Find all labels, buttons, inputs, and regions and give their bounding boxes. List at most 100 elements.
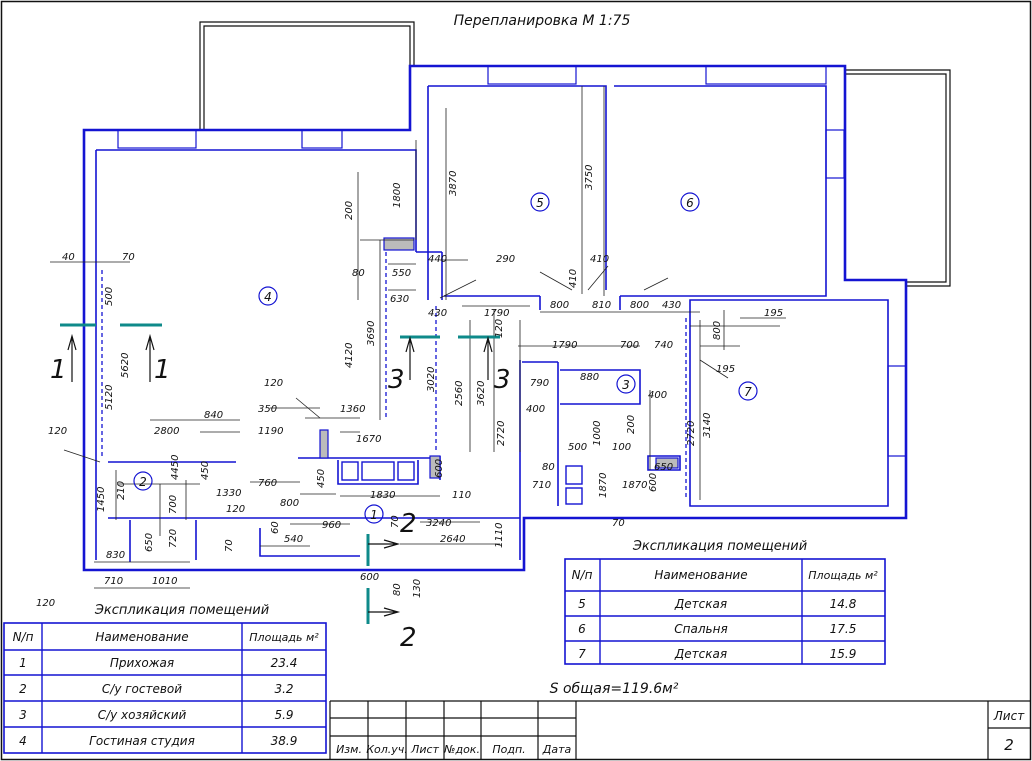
room-markers: 1 2 3 4 5 6 7 xyxy=(133,192,758,524)
section-2-top-label: 2 xyxy=(400,509,417,539)
stamp-col-izm: Изм. xyxy=(336,743,362,756)
exterior-walls xyxy=(82,64,908,572)
room-number-4: 4 xyxy=(264,290,272,304)
dimension-label: 4120 xyxy=(344,343,355,368)
dimension-label: 2800 xyxy=(154,426,179,437)
explication-table-right: Экспликация помещений N/п Наименование П… xyxy=(564,539,886,665)
dimension-label: 630 xyxy=(390,294,409,305)
dimension-label: 410 xyxy=(590,254,609,265)
row-area: 15.9 xyxy=(830,647,857,661)
room-number-5: 5 xyxy=(536,196,544,210)
dimension-label: 2560 xyxy=(454,381,465,406)
dimension-label: 800 xyxy=(280,498,299,509)
dimension-label: 960 xyxy=(322,520,341,531)
table-row: 6 Спальня 17.5 xyxy=(578,622,856,636)
stamp-col-koluch: Кол.уч. xyxy=(366,743,408,756)
row-num: 3 xyxy=(19,708,27,722)
dimension-label: 350 xyxy=(258,404,277,415)
dimension-label: 1110 xyxy=(494,523,505,548)
section-1-right-label: 1 xyxy=(154,355,171,385)
row-num: 6 xyxy=(578,622,586,636)
dimension-label: 120 xyxy=(36,598,55,609)
row-name: Детская xyxy=(674,597,727,611)
row-num: 2 xyxy=(19,682,27,696)
dimension-label: 800 xyxy=(550,300,569,311)
stamp-sheet-label: Лист xyxy=(993,709,1025,723)
stamp-col-data: Дата xyxy=(542,743,572,756)
row-area: 23.4 xyxy=(271,656,298,670)
dimension-label: 1870 xyxy=(622,480,647,491)
section-1-left-label: 1 xyxy=(50,355,67,385)
dimension-label: 410 xyxy=(568,269,579,288)
dimension-label: 120 xyxy=(494,319,505,338)
dimension-label: 500 xyxy=(104,287,115,306)
dimension-label: 810 xyxy=(592,300,611,311)
row-name: Спальня xyxy=(674,622,727,636)
balcony-top xyxy=(199,21,415,130)
table-row: 4 Гостиная студия 38.9 xyxy=(19,734,297,748)
table-row: 7 Детская 15.9 xyxy=(578,647,856,661)
dimension-label: 400 xyxy=(648,390,667,401)
dimension-label: 1800 xyxy=(392,183,403,208)
row-name: С/у гостевой xyxy=(102,682,182,696)
table-row: 2 С/у гостевой 3.2 xyxy=(19,682,293,696)
dimension-label: 1870 xyxy=(598,473,609,498)
explication-right-title: Экспликация помещений xyxy=(632,539,807,554)
dimension-label: 700 xyxy=(620,340,639,351)
title-block: Изм. Кол.уч. Лист №док. Подп. Дата Лист … xyxy=(329,700,1030,759)
room-number-3: 3 xyxy=(622,378,630,392)
dimension-label: 1000 xyxy=(592,421,603,446)
dimension-label: 100 xyxy=(612,442,631,453)
dimension-label: 430 xyxy=(662,300,681,311)
dimension-label: 600 xyxy=(434,459,445,478)
dimension-label: 210 xyxy=(116,481,127,500)
table-row: 3 С/у хозяйский 5.9 xyxy=(19,708,293,722)
section-3-left-label: 3 xyxy=(388,365,405,395)
row-area: 14.8 xyxy=(830,597,857,611)
explication-left-title: Экспликация помещений xyxy=(94,603,269,618)
dimension-label: 5120 xyxy=(104,385,115,410)
section-2-bottom-label: 2 xyxy=(400,623,417,653)
dimension-label: 80 xyxy=(352,268,365,279)
dimension-label: 790 xyxy=(530,378,549,389)
dimension-label: 5620 xyxy=(120,353,131,378)
dimension-label: 800 xyxy=(630,300,649,311)
dimension-label: 200 xyxy=(344,201,355,220)
table-header-num: N/п xyxy=(572,568,593,582)
dimension-label: 70 xyxy=(122,252,135,263)
dimension-label: 200 xyxy=(626,415,637,434)
dimension-label: 540 xyxy=(284,534,303,545)
dimension-label: 130 xyxy=(412,579,423,598)
dimension-label: 800 xyxy=(712,321,723,340)
explication-table-left: Экспликация помещений N/п Наименование П… xyxy=(3,603,327,754)
row-num: 7 xyxy=(578,647,586,661)
dimension-label: 600 xyxy=(360,572,379,583)
dimension-label: 1450 xyxy=(96,487,107,512)
dimension-label: 400 xyxy=(526,404,545,415)
dimension-label: 3870 xyxy=(448,171,459,196)
dimension-label: 60 xyxy=(270,521,281,534)
dashed-lines xyxy=(101,252,687,500)
room-number-1: 1 xyxy=(370,508,378,522)
dimension-label: 3750 xyxy=(584,165,595,190)
dimension-label: 2640 xyxy=(440,534,465,545)
table-header-num: N/п xyxy=(13,630,34,644)
total-area: S общая=119.6м² xyxy=(550,681,679,697)
dimension-label: 2720 xyxy=(496,421,507,446)
row-area: 3.2 xyxy=(274,682,293,696)
dimension-label: 110 xyxy=(452,490,471,501)
dimension-label: 650 xyxy=(654,462,673,473)
table-header-area: Площадь м² xyxy=(249,631,319,644)
dimension-label: 1790 xyxy=(484,308,509,319)
dimension-label: 760 xyxy=(258,478,277,489)
section-3-right-label: 3 xyxy=(494,365,511,395)
dimension-label: 880 xyxy=(580,372,599,383)
dimension-label: 550 xyxy=(392,268,411,279)
dimension-label: 1360 xyxy=(340,404,365,415)
stamp-col-ndok: №док. xyxy=(443,743,480,756)
dimension-label: 70 xyxy=(612,518,625,529)
dimension-label: 1670 xyxy=(356,434,381,445)
dimension-label: 3240 xyxy=(426,518,451,529)
table-header-area: Площадь м² xyxy=(808,569,878,582)
